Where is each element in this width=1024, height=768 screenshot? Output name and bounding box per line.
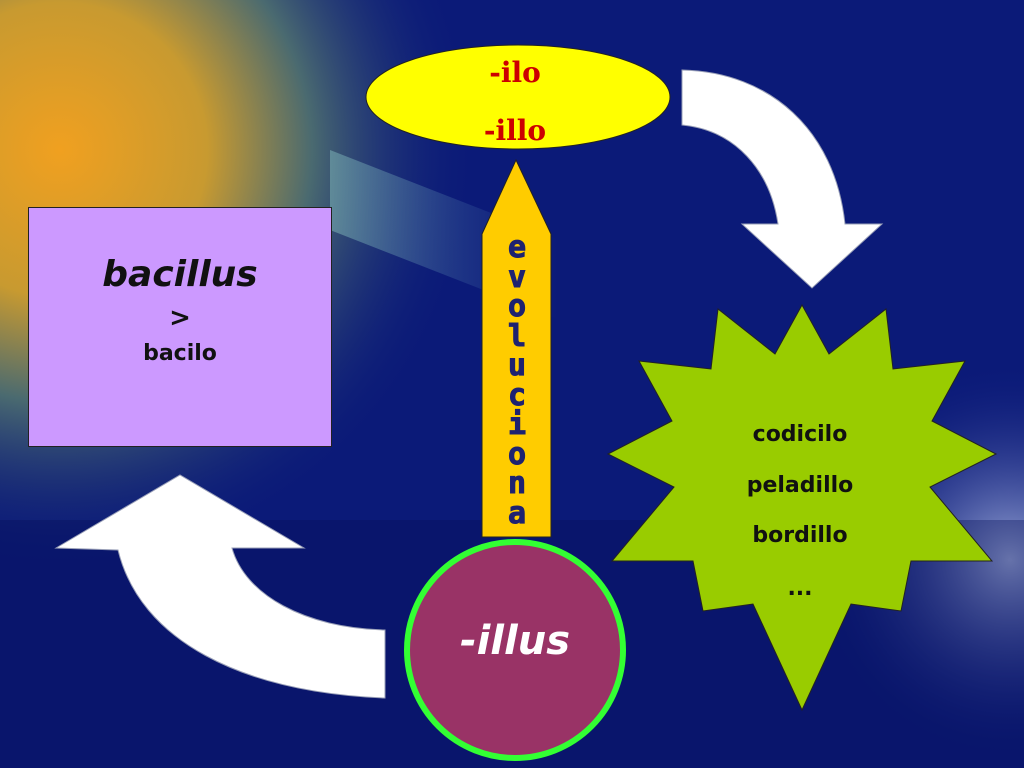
vertical-letter: o: [507, 436, 527, 472]
vertical-letter: o: [507, 289, 527, 324]
latin-suffix: -illus: [459, 618, 571, 664]
vertical-letter: u: [507, 348, 527, 383]
evoluciona-pencil: [481, 158, 552, 538]
vertical-letter: v: [507, 259, 527, 295]
example-ellipsis: ...: [787, 576, 813, 601]
origin-circle: [404, 539, 626, 761]
vertical-letter: e: [507, 230, 527, 265]
vertical-letter: n: [507, 466, 527, 501]
spanish-word: bacilo: [143, 341, 217, 366]
vertical-letter: a: [507, 495, 527, 531]
example-word: bordillo: [752, 523, 848, 548]
vertical-word: e v o l u c i o n a: [484, 230, 550, 531]
evolution-symbol: >: [169, 303, 191, 333]
arrow-top-right: [681, 69, 884, 289]
latin-word: bacillus: [102, 254, 258, 295]
oval-suffix-illo: -illo: [483, 114, 547, 147]
vertical-letter: c: [507, 377, 527, 413]
example-word: codicilo: [752, 422, 848, 447]
suffix-oval: [365, 44, 671, 150]
example-word: peladillo: [746, 473, 854, 498]
examples-starburst: [606, 303, 998, 712]
etymology-box: bacillus > bacilo: [28, 207, 332, 447]
oval-suffix-ilo: -ilo: [489, 56, 541, 89]
vertical-letter: l: [507, 318, 527, 354]
vertical-letter: i: [507, 407, 527, 442]
arrow-bottom-left: [54, 474, 386, 699]
